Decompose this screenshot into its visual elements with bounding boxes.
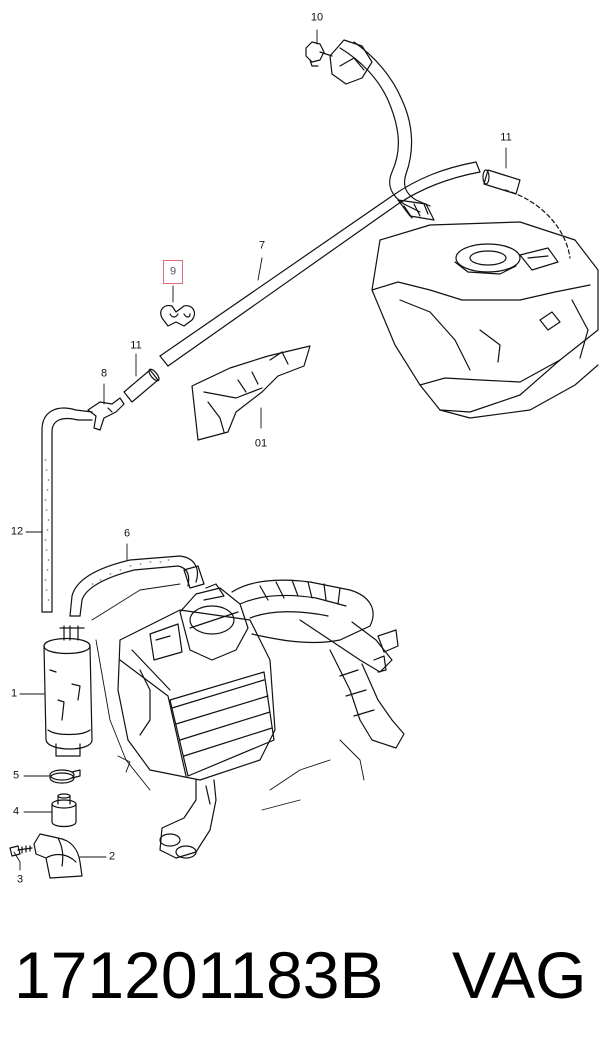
- throttle-body: [149, 583, 249, 661]
- hose-clamp-5: [49, 769, 81, 784]
- callout-7: 7: [258, 239, 266, 252]
- callout-10: 10: [310, 11, 324, 24]
- callout-9: 9: [169, 265, 177, 278]
- charcoal-canister-1: [43, 625, 93, 757]
- clip-9: [160, 305, 196, 327]
- callout-11-mid: 11: [130, 339, 142, 352]
- air-filter-housing: [117, 609, 276, 859]
- callout-4: 4: [12, 805, 20, 818]
- breather-valve: [305, 41, 333, 67]
- holder-bracket-2: [33, 833, 83, 879]
- callout-6: 6: [123, 527, 131, 540]
- bracket-01: [191, 345, 311, 441]
- curved-hose-6: [69, 555, 205, 617]
- intake-duct: [231, 579, 405, 749]
- exploded-parts-diagram: [9, 29, 599, 879]
- brand-text: VAG: [452, 938, 587, 1012]
- callout-3: 3: [16, 873, 24, 886]
- screw-3: [9, 845, 33, 857]
- callout-1: 1: [10, 687, 18, 700]
- callout-5: 5: [12, 769, 20, 782]
- part-number-text: 171201183B: [14, 938, 384, 1012]
- callout-2: 2: [108, 850, 116, 863]
- engine-block-outline: [91, 583, 365, 811]
- long-hose-12: [41, 407, 93, 613]
- callout-11-top: 11: [500, 131, 512, 144]
- fuel-tank: [371, 221, 599, 419]
- vent-tube-7: [159, 161, 571, 367]
- connector-hose-11-mid: [123, 368, 160, 403]
- callout-12: 12: [10, 525, 24, 538]
- callout-highlight-box: [163, 260, 183, 284]
- grommet-4: [51, 793, 77, 828]
- short-hose-11-top: [482, 169, 521, 195]
- filler-neck-hose: [329, 39, 435, 221]
- t-piece-8: [87, 397, 125, 431]
- callout-8: 8: [100, 367, 108, 380]
- leader-lines: [13, 29, 507, 871]
- callout-01: 01: [254, 437, 268, 450]
